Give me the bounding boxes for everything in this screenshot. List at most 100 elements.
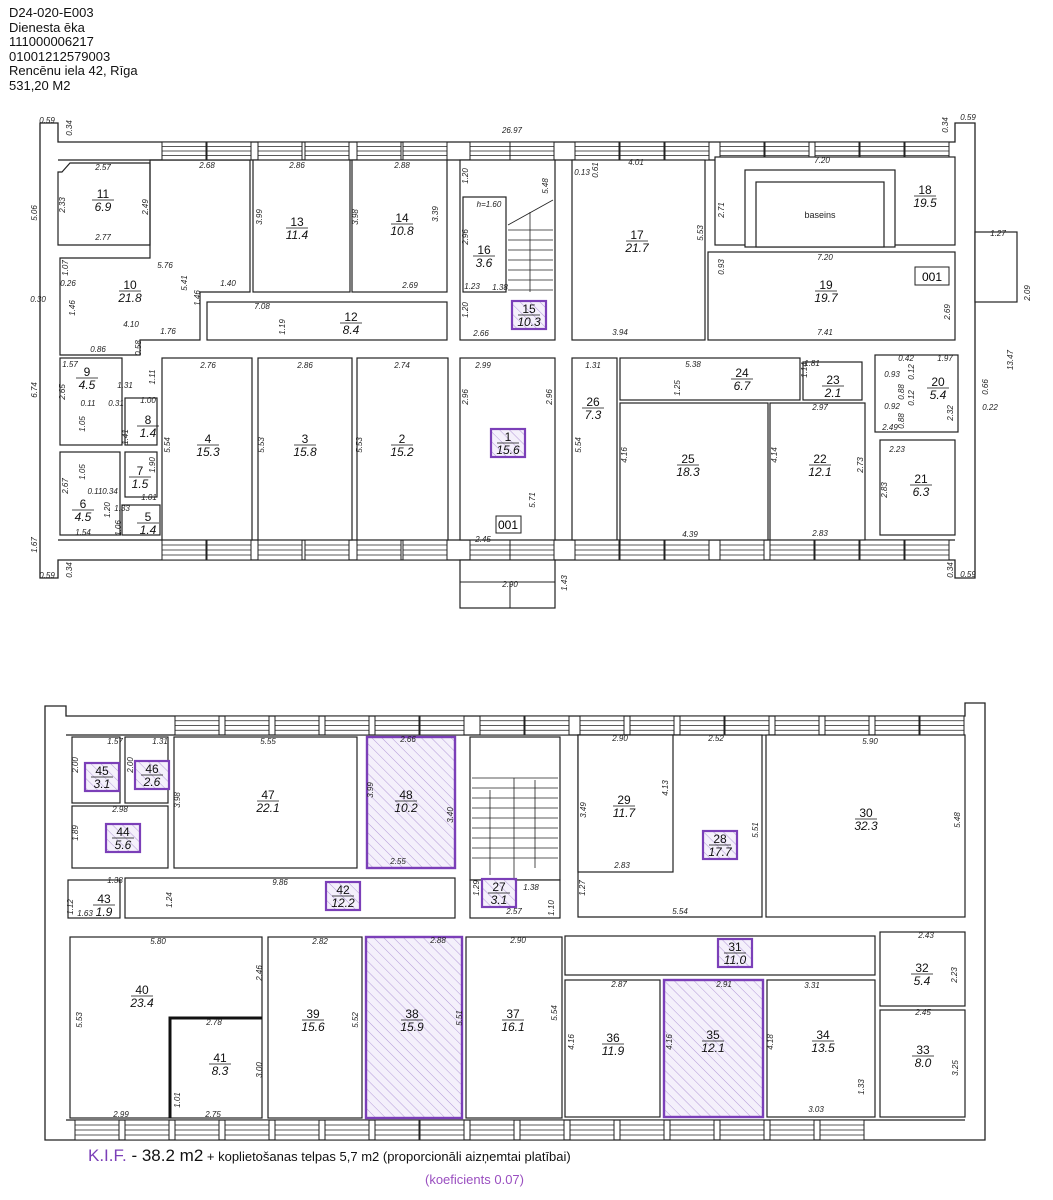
window (859, 141, 905, 161)
room-number: 38 (405, 1007, 419, 1021)
room-area: 7.3 (585, 408, 602, 422)
window (774, 715, 820, 736)
room-number: 29 (617, 793, 631, 807)
window (304, 539, 350, 561)
window (719, 1119, 765, 1141)
window (919, 715, 965, 736)
dimension-label: 2.57 (94, 163, 111, 172)
room-39 (267, 936, 363, 1119)
room-24 (619, 357, 801, 401)
dimension-label: 1.38 (492, 283, 508, 292)
room-number: 32 (915, 961, 929, 975)
dimension-label: 1.00 (140, 396, 156, 405)
dimension-label: 2.00 (71, 757, 80, 774)
window (174, 1119, 220, 1141)
dimension-label: 2.65 (58, 384, 67, 401)
room-area: 5.4 (914, 974, 931, 988)
window (579, 715, 625, 736)
window (419, 715, 465, 736)
dimension-label: 0.61 (591, 162, 600, 178)
room-number: 25 (681, 452, 695, 466)
room-label-5: 51.4 (137, 510, 159, 537)
kif-label: K.I.F. (88, 1146, 127, 1165)
room-area: 18.3 (676, 465, 700, 479)
dimension-label: 7.20 (817, 253, 833, 262)
room-number: 14 (395, 211, 409, 225)
room-38 (364, 935, 464, 1120)
room-area: 3.1 (94, 777, 111, 791)
room-area: 8.4 (343, 323, 360, 337)
dimension-label: 7.08 (254, 302, 270, 311)
room-area: 1.4 (140, 426, 157, 440)
stair-steps (507, 199, 554, 292)
dimension-label: 1.63 (77, 909, 93, 918)
room-area: 8.3 (212, 1064, 229, 1078)
room-label-2: 215.2 (390, 432, 414, 459)
room-19 (707, 251, 956, 341)
dimension-label: 0.86 (90, 345, 106, 354)
dimension-label: 5.53 (257, 437, 266, 453)
window (524, 715, 570, 736)
dimension-label: 2.90 (501, 580, 518, 589)
dimension-label: 0.34 (946, 562, 955, 578)
dimension-label: 1.29 (472, 880, 481, 896)
window (619, 1119, 665, 1141)
dimension-label: 1.46 (68, 300, 77, 316)
dimension-label: 5.53 (696, 225, 705, 241)
window (619, 141, 665, 161)
window (257, 539, 303, 561)
window (402, 141, 448, 161)
dimension-label: 2.00 (126, 757, 135, 774)
room-41-wall (168, 1016, 262, 1118)
window (664, 539, 710, 561)
dimension-label: 4.13 (661, 780, 670, 796)
dimension-label: 1.40 (220, 279, 236, 288)
room-number: 12 (344, 310, 358, 324)
dimension-label: 2.77 (94, 233, 111, 242)
room-number: 16 (477, 243, 491, 257)
cadastre-number: 01001212579003 (9, 48, 111, 64)
window (161, 141, 207, 161)
dimension-label: 4.39 (682, 530, 698, 539)
dimension-label: 1.23 (464, 282, 480, 291)
room-label-43: 431.9 (93, 892, 115, 919)
dimension-label: 2.83 (811, 529, 828, 538)
upper-plan: baseins h=1.60 001 001 (39, 122, 1018, 609)
dimension-label: 5.06 (30, 205, 39, 221)
room-number: 41 (213, 1051, 227, 1065)
room-number: 22 (813, 452, 827, 466)
room-21 (879, 439, 956, 536)
dimension-label: 5.54 (672, 907, 688, 916)
room-6 (59, 451, 121, 536)
room-label-33: 338.0 (912, 1043, 934, 1070)
room-number: 13 (290, 215, 304, 229)
window (74, 1119, 120, 1141)
room-number: 37 (506, 1007, 520, 1021)
dimension-label: 2.23 (888, 445, 905, 454)
dimension-label: 2.87 (610, 980, 627, 989)
dimension-label: 1.19 (278, 319, 287, 335)
window (224, 1119, 270, 1141)
room-number: 31 (728, 940, 742, 954)
dimension-label: 3.39 (431, 206, 440, 222)
room-area: 12.2 (331, 896, 355, 910)
dimension-label: 0.59 (39, 571, 55, 580)
room-area: 15.6 (301, 1020, 325, 1034)
room-area: 11.7 (613, 806, 637, 820)
window (124, 1119, 170, 1141)
room-number: 10 (123, 278, 137, 292)
room-area: 2.1 (824, 386, 842, 400)
room-area: 19.7 (814, 291, 839, 305)
dimension-label: 0.11 (88, 487, 103, 496)
dimension-label: 5.38 (685, 360, 701, 369)
window (569, 1119, 615, 1141)
dimension-label: 3.98 (173, 792, 182, 808)
room-7 (124, 451, 158, 498)
room-number: 21 (914, 472, 928, 486)
